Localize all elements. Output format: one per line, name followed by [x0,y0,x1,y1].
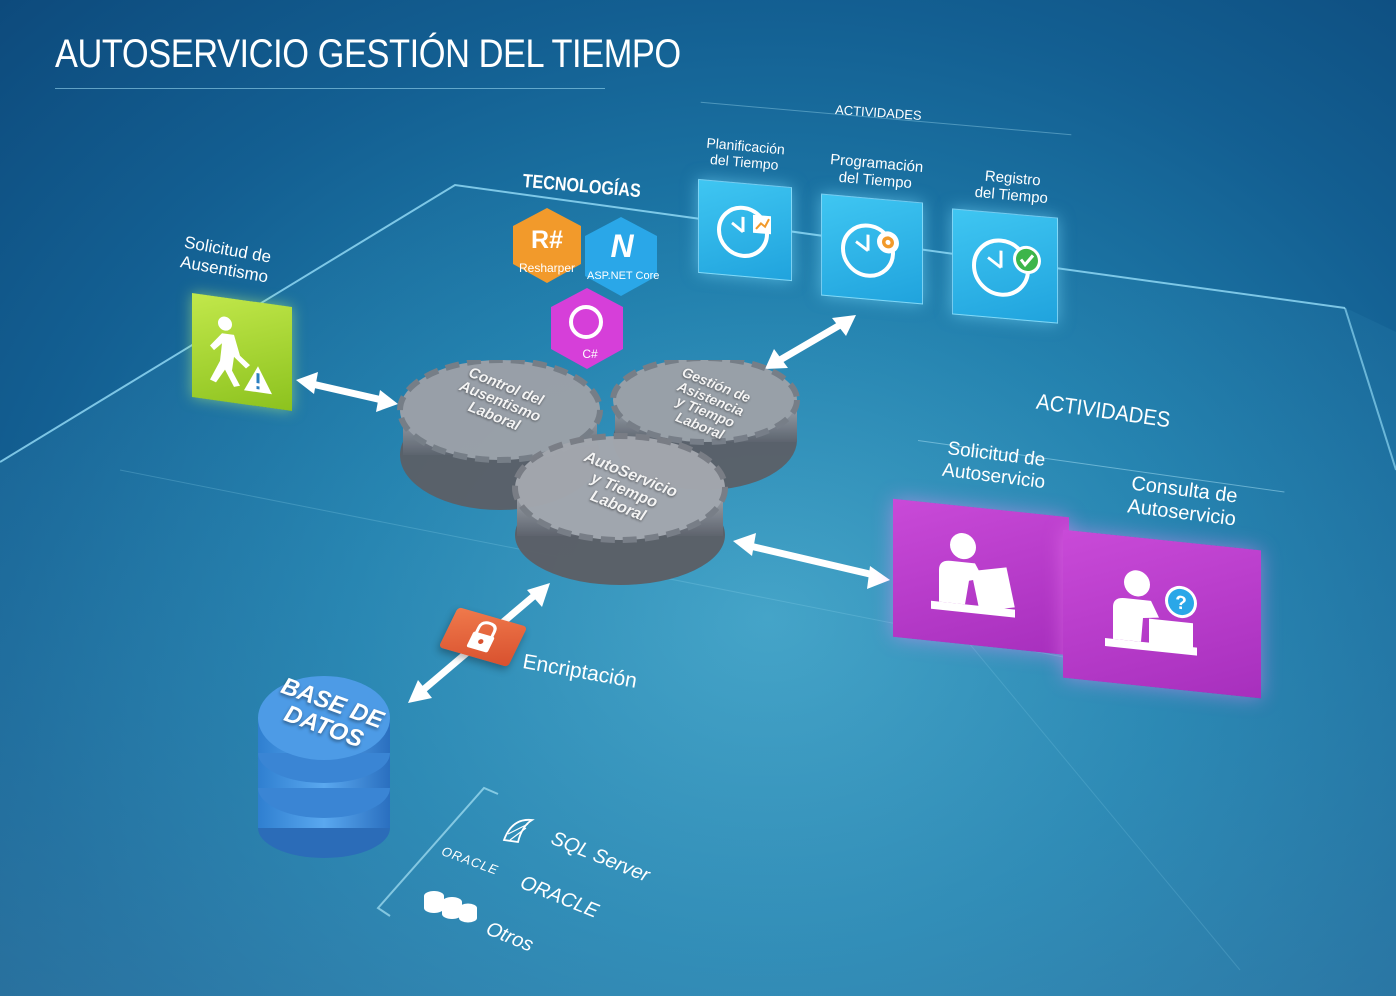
db-types-bracket [376,786,499,917]
page-title: AUTOSERVICIO GESTIÓN DEL TIEMPO [55,32,681,76]
aspnet-icon: N [610,228,634,264]
database-icon [258,676,390,858]
aspnet-hex [585,217,657,296]
sql-server-icon [502,818,535,844]
resharper-label: Resharper [518,261,576,275]
resharper-hex [513,208,581,283]
solicitud-ausentismo-tile[interactable] [192,292,292,412]
aspnet-label: ASP.NET Core [587,270,660,282]
clock-gear-icon [841,223,899,278]
padlock-icon [466,621,497,653]
gear-auto [512,433,728,585]
svg-text:?: ? [1175,592,1187,614]
person-question-icon: ? [1105,570,1197,656]
clock-chart-icon [717,205,771,258]
csharp-label: C# [582,347,598,361]
solicitud-autoservicio-tile[interactable] [893,498,1069,656]
lock-tile [438,606,528,668]
planificacion-tile[interactable] [698,178,792,282]
consulta-autoservicio-tile[interactable]: ? [1063,529,1261,699]
title-divider [55,88,605,89]
csharp-icon [569,305,603,339]
clock-check-icon [972,238,1041,297]
walking-person-icon [210,316,272,395]
resharper-icon: R# [531,226,563,254]
person-document-icon [931,533,1015,618]
registro-tile[interactable] [952,208,1058,324]
gears [397,360,800,585]
programacion-tile[interactable] [821,193,923,305]
otros-db-icon [424,891,477,923]
